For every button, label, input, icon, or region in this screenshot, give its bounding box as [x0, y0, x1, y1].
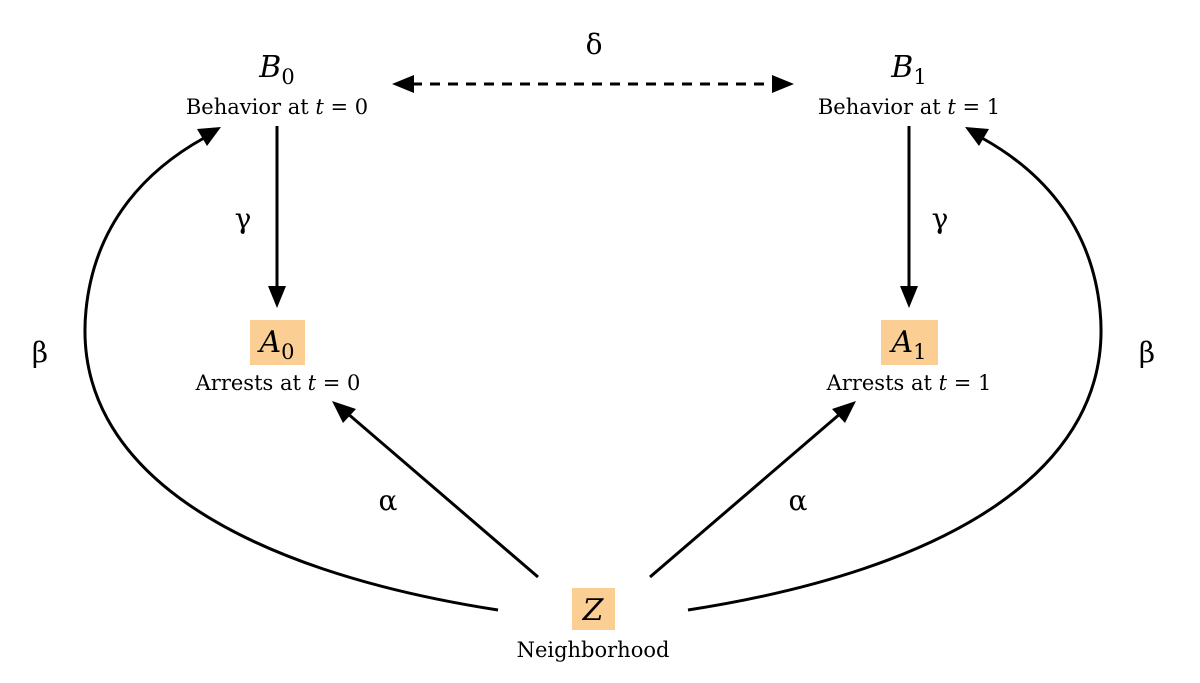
label-alpha-right: α: [789, 484, 808, 517]
label-gamma-left: γ: [235, 202, 252, 235]
edge-beta-right: [687, 127, 1103, 612]
arrowhead-right: [772, 75, 794, 93]
node-a0-highlight: [250, 320, 305, 365]
node-a1: A1 Arrests at t = 1: [826, 320, 992, 395]
node-b1-symbol: B1: [890, 50, 926, 89]
edge-alpha-left: [332, 401, 539, 579]
node-a0-caption: Arrests at t = 0: [195, 371, 361, 395]
label-delta: δ: [586, 28, 603, 61]
node-z-symbol: Z: [582, 593, 605, 628]
node-b0-symbol: B0: [258, 50, 294, 89]
arrowhead-down: [900, 286, 918, 308]
node-z-caption: Neighborhood: [517, 638, 670, 662]
node-b1: B1 Behavior at t = 1: [818, 50, 1000, 119]
arrowhead-up-right: [832, 401, 856, 423]
edge-alpha-right: [649, 401, 856, 579]
node-b0-caption: Behavior at t = 0: [186, 95, 368, 119]
label-beta-right: β: [1139, 336, 1155, 369]
node-a0: A0 Arrests at t = 0: [195, 320, 361, 395]
node-z-highlight: [572, 588, 615, 630]
node-a0-symbol: A0: [256, 325, 294, 364]
label-alpha-left: α: [379, 484, 398, 517]
node-b1-caption: Behavior at t = 1: [818, 95, 1000, 119]
arrowhead-left: [392, 75, 414, 93]
arrowhead-curve-left: [197, 127, 221, 146]
node-b0: B0 Behavior at t = 0: [186, 50, 368, 119]
label-beta-left: β: [32, 336, 48, 369]
node-a1-caption: Arrests at t = 1: [826, 371, 992, 395]
node-z: Z Neighborhood: [517, 588, 670, 662]
arrowhead-up-left: [332, 401, 356, 423]
edge-gamma-left: [268, 126, 286, 308]
edge-beta-left: [83, 127, 499, 612]
node-a1-symbol: A1: [888, 325, 926, 364]
node-a1-highlight: [881, 320, 938, 365]
label-gamma-right: γ: [932, 202, 949, 235]
arrowhead-down: [268, 286, 286, 308]
edge-delta: [392, 75, 794, 93]
arrowhead-curve-right: [965, 127, 989, 146]
edge-gamma-right: [900, 126, 918, 308]
